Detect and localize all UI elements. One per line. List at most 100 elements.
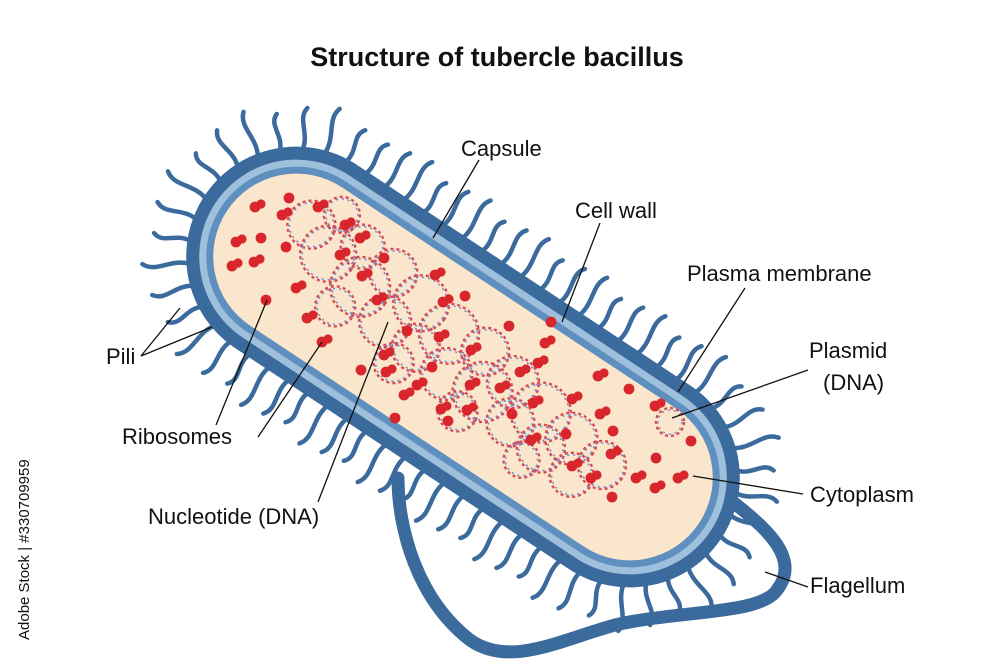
ribosome	[283, 192, 295, 204]
pilus	[692, 354, 729, 396]
ribosomes-label: Ribosomes	[122, 424, 232, 449]
dna-loop	[548, 451, 595, 499]
ribosome	[612, 446, 622, 456]
ribosome	[363, 268, 373, 278]
pili-label: Pili	[106, 344, 135, 369]
pilus	[439, 189, 471, 229]
pilus	[685, 563, 714, 611]
plasma-membrane-leader	[677, 287, 746, 393]
dna-loop	[298, 224, 358, 283]
ribosome	[685, 435, 697, 447]
ribosomes-leader-2	[257, 341, 323, 438]
ribosome	[599, 368, 609, 378]
dna-loop	[436, 390, 479, 433]
pilus	[321, 106, 342, 157]
ribosome	[506, 408, 518, 420]
pilus	[733, 465, 776, 474]
pilus	[517, 236, 552, 280]
ribosome	[389, 412, 401, 424]
pilus	[381, 151, 413, 190]
pilus	[729, 434, 781, 451]
ribosome	[573, 391, 583, 401]
ribosome	[418, 377, 428, 387]
dna-loop	[328, 255, 392, 319]
ribosome	[237, 234, 247, 244]
pilus	[401, 159, 435, 203]
ribosome	[283, 207, 293, 217]
dna-loop-strand	[487, 399, 534, 446]
dna-loop-strand	[512, 383, 570, 442]
ribosome	[346, 217, 356, 227]
pilus	[165, 169, 210, 202]
pilus	[238, 364, 273, 408]
pilus	[556, 569, 584, 611]
pilus	[155, 199, 200, 222]
ribosome	[355, 364, 367, 376]
pilus	[214, 128, 241, 171]
plasmid-label: Plasmid	[809, 338, 887, 363]
dna-loop-strand	[579, 442, 625, 488]
pilus	[498, 228, 529, 267]
pilus	[355, 441, 389, 485]
pilus	[362, 142, 391, 177]
ribosome	[601, 406, 611, 416]
ribosome	[401, 325, 413, 337]
pilus	[616, 580, 627, 634]
pilus	[140, 260, 193, 270]
pilus	[575, 275, 610, 319]
ribosome	[436, 267, 446, 277]
dna-loop	[544, 411, 599, 466]
ribosome	[378, 292, 388, 302]
ribosome	[606, 491, 618, 503]
pilus	[377, 454, 409, 493]
pilus	[537, 258, 565, 293]
cytoplasm-label: Cytoplasm	[810, 482, 914, 507]
dna-loop-strand	[546, 413, 597, 464]
ribosome	[656, 398, 666, 408]
pilus	[726, 512, 776, 536]
dna-loop	[314, 285, 357, 328]
ribosome	[545, 316, 557, 328]
ribosomes-leader-1	[215, 299, 268, 426]
plasmid-leader	[671, 369, 809, 419]
ribosome	[405, 387, 415, 397]
pilus	[653, 335, 682, 370]
pilus	[516, 544, 545, 579]
pilus	[459, 198, 493, 242]
pilus	[595, 296, 624, 332]
ribosomes	[226, 192, 697, 503]
dna-loop-strand	[370, 250, 417, 296]
dna-loop	[576, 439, 628, 491]
ribosome	[233, 258, 243, 268]
ribosome	[341, 247, 351, 257]
ribosome	[442, 401, 452, 411]
ribosome	[444, 294, 454, 304]
ribosome	[459, 290, 471, 302]
pilus	[586, 577, 605, 618]
pili-leader-2	[140, 326, 213, 357]
pilus	[458, 505, 487, 541]
pilus	[472, 518, 506, 562]
diagram-title: Structure of tubercle bacillus	[310, 42, 684, 72]
pilus	[435, 492, 467, 532]
capsule-leader	[432, 159, 480, 239]
capsule-label: Capsule	[461, 136, 542, 161]
pilus	[702, 549, 736, 587]
ribosome	[623, 383, 635, 395]
ribosome	[308, 310, 318, 320]
flagellum	[391, 471, 792, 659]
ribosome	[260, 294, 272, 306]
ribosome	[442, 415, 454, 427]
pili-leader-1	[140, 307, 181, 357]
ribosome	[280, 241, 292, 253]
ribosome	[255, 254, 265, 264]
plasma-membrane-label: Plasma membrane	[687, 261, 872, 286]
ribosome	[560, 428, 572, 440]
ribosome	[378, 252, 390, 264]
pili	[140, 105, 781, 634]
ribosome	[319, 199, 329, 209]
ribosome	[532, 432, 542, 442]
ribosome	[440, 329, 450, 339]
